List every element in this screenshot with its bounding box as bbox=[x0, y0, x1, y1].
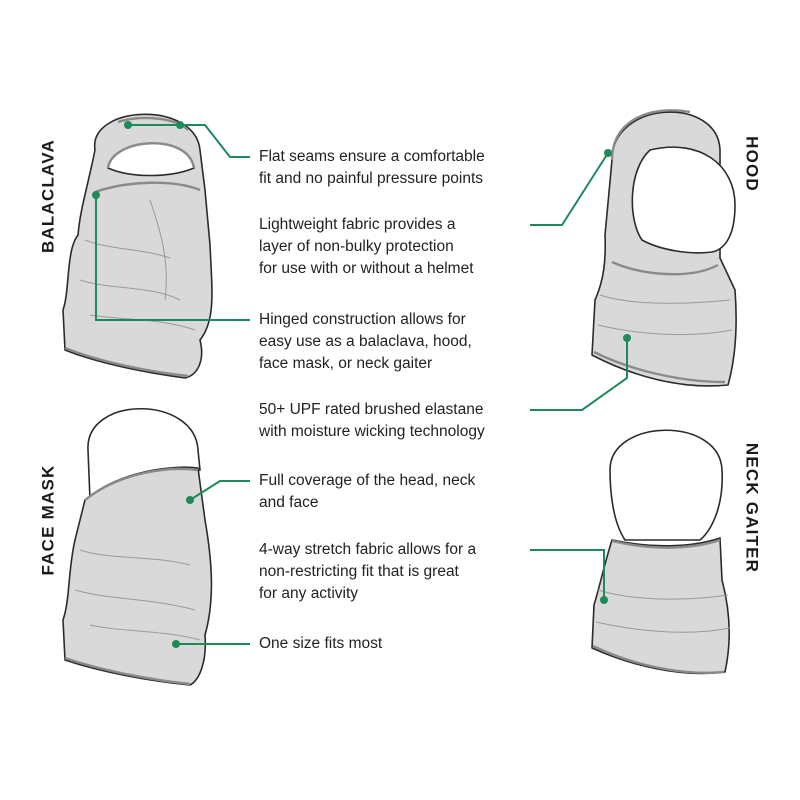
feature-lightweight: Lightweight fabric provides a layer of n… bbox=[259, 214, 559, 280]
feature-line: with moisture wicking technology bbox=[259, 423, 485, 440]
balaclava-illustration bbox=[62, 113, 213, 379]
label-hood: HOOD bbox=[742, 136, 762, 192]
feature-stretch: 4-way stretch fabric allows for a non-re… bbox=[259, 539, 559, 605]
feature-line: for use with or without a helmet bbox=[259, 260, 474, 277]
feature-full-coverage: Full coverage of the head, neck and face bbox=[259, 470, 559, 514]
feature-one-size: One size fits most bbox=[259, 633, 559, 655]
label-balaclava: BALACLAVA bbox=[38, 138, 58, 254]
feature-flat-seams: Flat seams ensure a comfortable fit and … bbox=[259, 146, 559, 190]
feature-line: fit and no painful pressure points bbox=[259, 170, 484, 187]
feature-upf: 50+ UPF rated brushed elastane with mois… bbox=[259, 399, 559, 443]
feature-line: layer of non-bulky protection bbox=[259, 238, 454, 255]
feature-line: Flat seams ensure a comfortable bbox=[259, 148, 485, 165]
feature-line: Hinged construction allows for bbox=[259, 311, 466, 328]
feature-line: One size fits most bbox=[259, 635, 383, 652]
face-mask-illustration bbox=[62, 408, 213, 686]
label-neck-gaiter: NECK GAITER bbox=[742, 442, 762, 574]
label-face-mask: FACE MASK bbox=[38, 464, 58, 576]
feature-line: non-restricting fit that is great bbox=[259, 563, 459, 580]
feature-line: and face bbox=[259, 494, 319, 511]
feature-line: face mask, or neck gaiter bbox=[259, 355, 433, 372]
feature-line: 4-way stretch fabric allows for a bbox=[259, 541, 477, 558]
feature-hinged: Hinged construction allows for easy use … bbox=[259, 309, 559, 375]
feature-line: easy use as a balaclava, hood, bbox=[259, 333, 472, 350]
neck-gaiter-illustration bbox=[591, 429, 731, 675]
feature-line: Lightweight fabric provides a bbox=[259, 216, 456, 233]
feature-line: 50+ UPF rated brushed elastane bbox=[259, 401, 484, 418]
leader-lines bbox=[92, 121, 631, 648]
feature-line: for any activity bbox=[259, 585, 359, 602]
feature-line: Full coverage of the head, neck bbox=[259, 472, 476, 489]
hood-illustration bbox=[591, 109, 737, 387]
